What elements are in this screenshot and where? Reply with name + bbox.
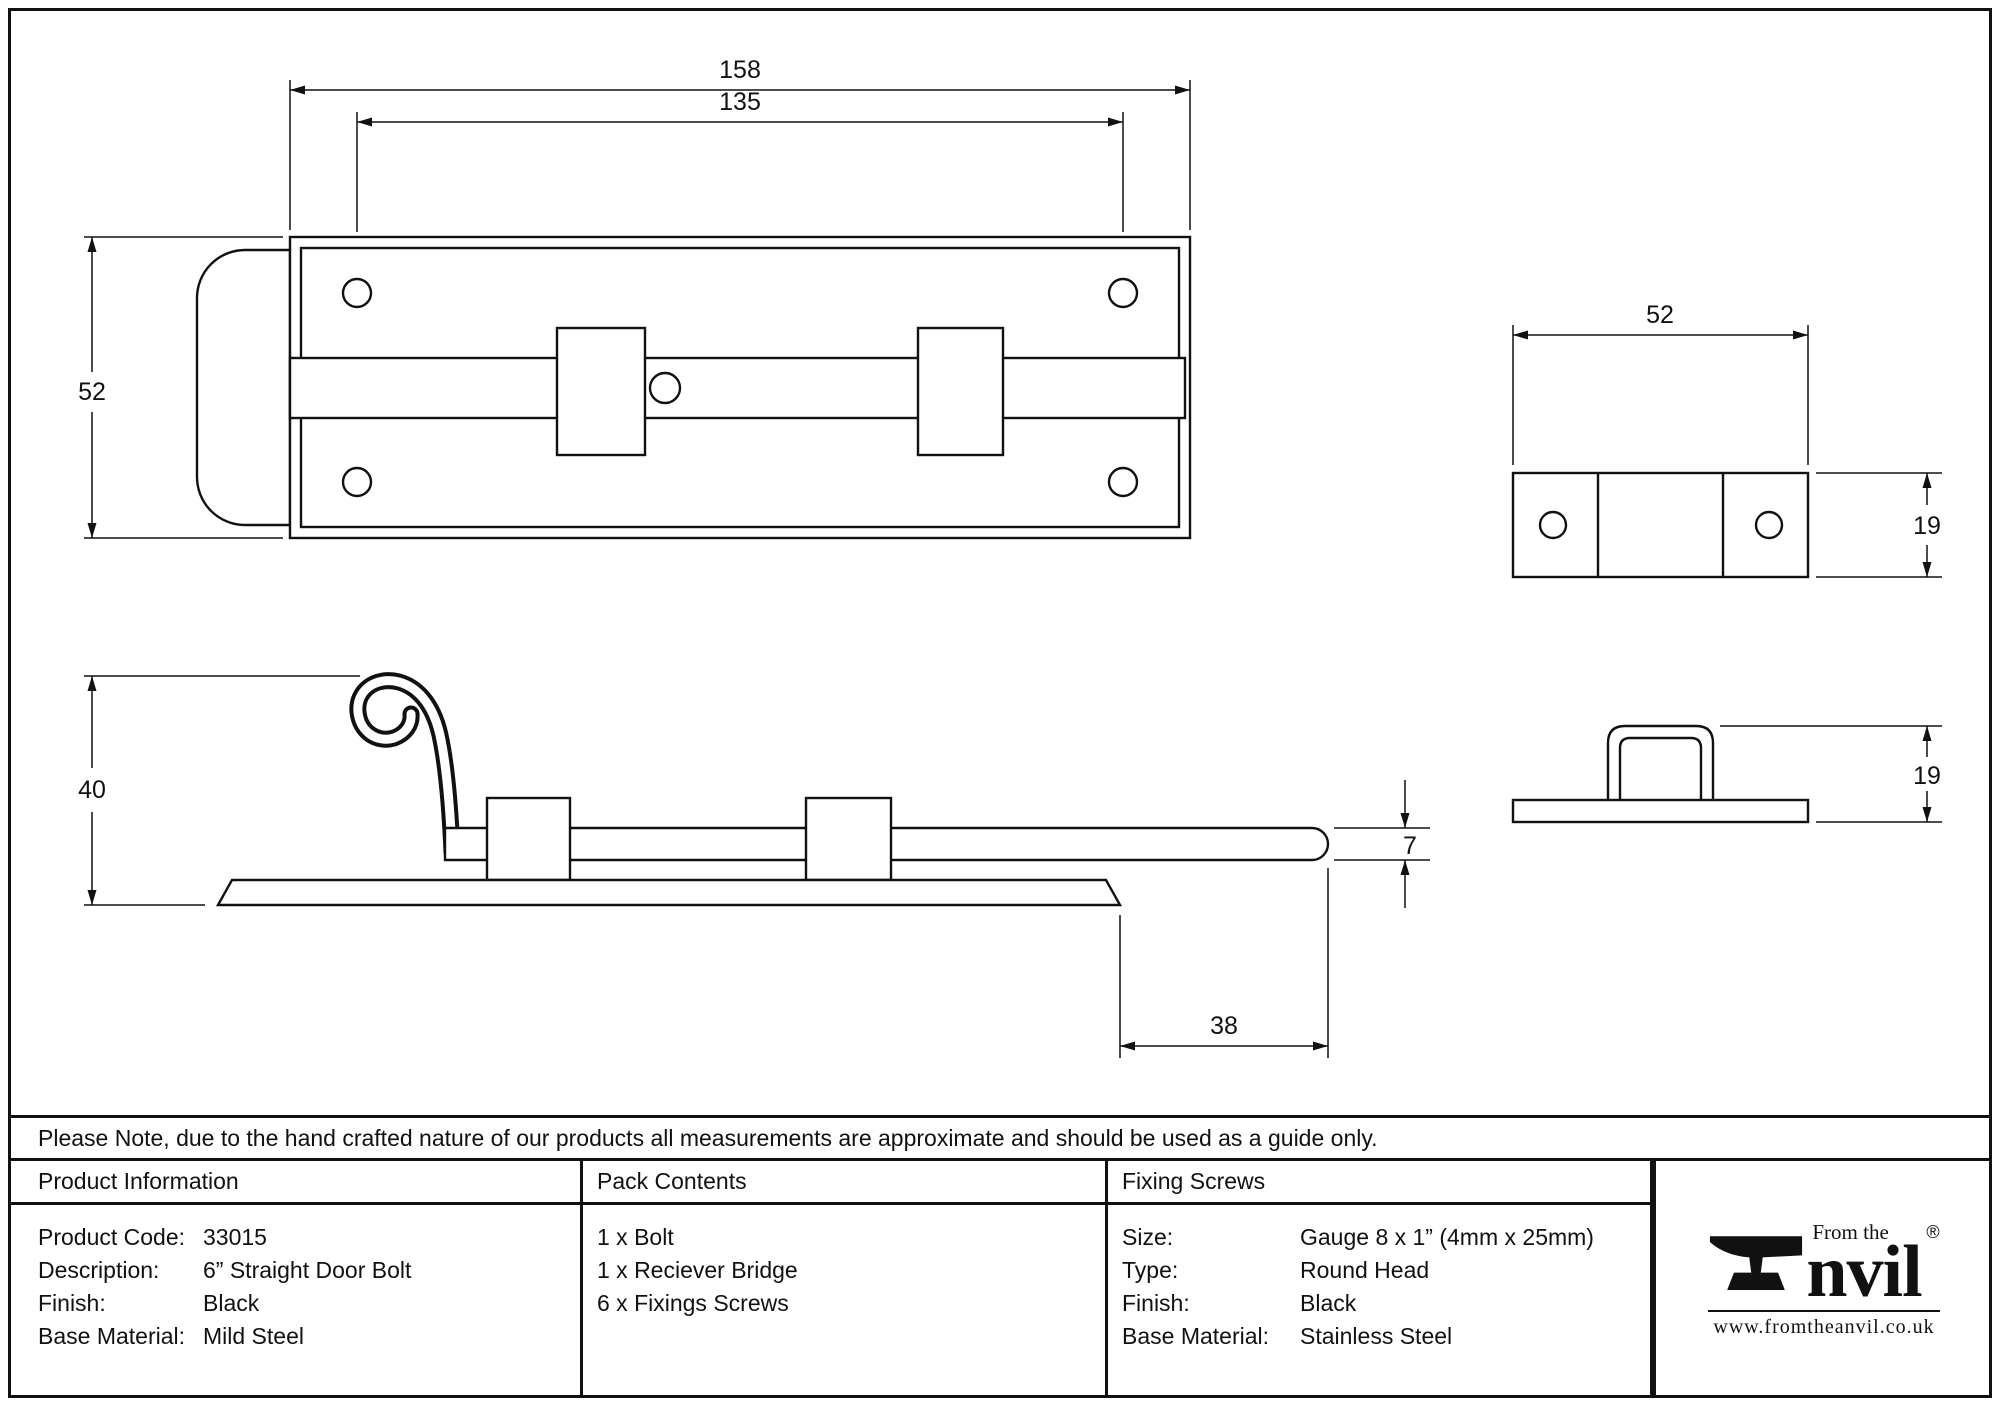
table-row: Product Code: 33015 <box>38 1221 580 1254</box>
dimension-label: 7 <box>1403 832 1417 860</box>
curly-handle-outline <box>349 672 461 861</box>
table-row: Description: 6” Straight Door Bolt <box>38 1254 580 1287</box>
screw-hole <box>1538 510 1568 540</box>
dimension-label: 52 <box>78 378 106 406</box>
curly-handle-fill <box>353 676 457 857</box>
header-product-information: Product Information <box>8 1161 583 1202</box>
from-the-anvil-logo: From the nvil ® www.fromtheanvil.co.uk <box>1708 1220 1940 1339</box>
field-label: Finish: <box>1122 1290 1190 1316</box>
list-item: 1 x Bolt <box>597 1224 674 1250</box>
field-value: 33015 <box>203 1224 267 1250</box>
header-label: Fixing Screws <box>1122 1168 1266 1194</box>
screw-hole <box>341 277 373 309</box>
screw-hole <box>341 466 373 498</box>
bolt-side-view: 40 7 38 <box>78 672 1430 1058</box>
receiver-base <box>1511 798 1810 824</box>
anvil-icon <box>1710 1236 1803 1290</box>
table-row: Type: Round Head <box>1122 1254 1650 1287</box>
registered-trademark-symbol: ® <box>1926 1222 1940 1242</box>
receiver-side-view: 19 <box>1511 724 1942 824</box>
table-row: Finish: Black <box>1122 1287 1650 1320</box>
bolt-knob-top <box>648 371 682 405</box>
logo-website-url: www.fromtheanvil.co.uk <box>1708 1310 1940 1339</box>
bolt-rod-plan <box>288 356 1187 420</box>
product-information-cell: Product Code: 33015 Description: 6” Stra… <box>8 1205 583 1398</box>
table-header-row: Product Information Pack Contents Fixing… <box>8 1161 1653 1205</box>
screw-hole <box>1107 277 1139 309</box>
guide-bracket <box>916 326 1005 457</box>
table-row: Base Material: Mild Steel <box>38 1320 580 1353</box>
bolt-plan-view: 158 135 52 <box>78 56 1192 540</box>
logo-brand-text: nvil <box>1806 1231 1922 1313</box>
field-label: Product Code: <box>38 1224 186 1250</box>
screw-hole <box>1107 466 1139 498</box>
screw-hole <box>1754 510 1784 540</box>
guide-bracket <box>485 796 572 882</box>
field-label: Finish: <box>38 1290 106 1316</box>
header-pack-contents: Pack Contents <box>583 1161 1108 1202</box>
backplate-side <box>215 878 1123 907</box>
receiver-plan-view: 52 19 <box>1511 301 1942 579</box>
disclaimer-note: Please Note, due to the hand crafted nat… <box>8 1115 1992 1161</box>
guide-bracket <box>555 326 647 457</box>
logo-main: From the nvil ® <box>1708 1220 1940 1313</box>
field-value: Gauge 8 x 1” (4mm x 25mm) <box>1300 1224 1594 1250</box>
list-item: 1 x Reciever Bridge <box>597 1257 798 1283</box>
disclaimer-text: Please Note, due to the hand crafted nat… <box>38 1124 1378 1151</box>
field-value: Round Head <box>1300 1257 1430 1283</box>
field-label: Type: <box>1122 1257 1179 1283</box>
header-label: Pack Contents <box>597 1168 747 1194</box>
field-value: 6” Straight Door Bolt <box>203 1257 412 1283</box>
logo-wordmark: From the nvil <box>1806 1220 1922 1313</box>
dimension-label: 158 <box>719 56 761 84</box>
dimension-label: 38 <box>1210 1012 1238 1040</box>
table-body-row: Product Code: 33015 Description: 6” Stra… <box>8 1205 1653 1398</box>
pack-contents-cell: 1 x Bolt 1 x Reciever Bridge 6 x Fixings… <box>583 1205 1108 1398</box>
dimension-label: 135 <box>719 88 761 116</box>
table-row: Finish: Black <box>38 1287 580 1320</box>
table-row: Base Material: Stainless Steel <box>1122 1320 1650 1353</box>
header-label: Product Information <box>38 1168 239 1194</box>
fixing-screws-cell: Size: Gauge 8 x 1” (4mm x 25mm) Type: Ro… <box>1108 1205 1653 1398</box>
brand-logo-cell: From the nvil ® www.fromtheanvil.co.uk <box>1653 1161 1992 1398</box>
field-value: Mild Steel <box>203 1323 304 1349</box>
field-value: Stainless Steel <box>1300 1323 1453 1349</box>
field-value: Black <box>203 1290 260 1316</box>
header-fixing-screws: Fixing Screws <box>1108 1161 1653 1202</box>
technical-drawing: 158 135 52 52 <box>78 56 1942 1058</box>
logo-tagline: From the <box>1812 1220 1889 1244</box>
field-label: Base Material: <box>1122 1323 1270 1349</box>
dimension-label: 19 <box>1913 512 1941 540</box>
bridge-loop-outer <box>1606 724 1715 800</box>
guide-bracket <box>804 796 893 882</box>
list-item: 6 x Fixings Screws <box>597 1290 789 1316</box>
bolt-knob-plan <box>195 248 292 527</box>
table-row: Size: Gauge 8 x 1” (4mm x 25mm) <box>1122 1221 1650 1254</box>
field-label: Description: <box>38 1257 160 1283</box>
bridge-loop-inner <box>1618 736 1703 800</box>
dimension-label: 40 <box>78 776 106 804</box>
dimension-label: 19 <box>1913 762 1941 790</box>
dimension-label: 52 <box>1646 301 1674 329</box>
field-label: Base Material: <box>38 1323 186 1349</box>
field-value: Black <box>1300 1290 1357 1316</box>
field-label: Size: <box>1122 1224 1174 1250</box>
